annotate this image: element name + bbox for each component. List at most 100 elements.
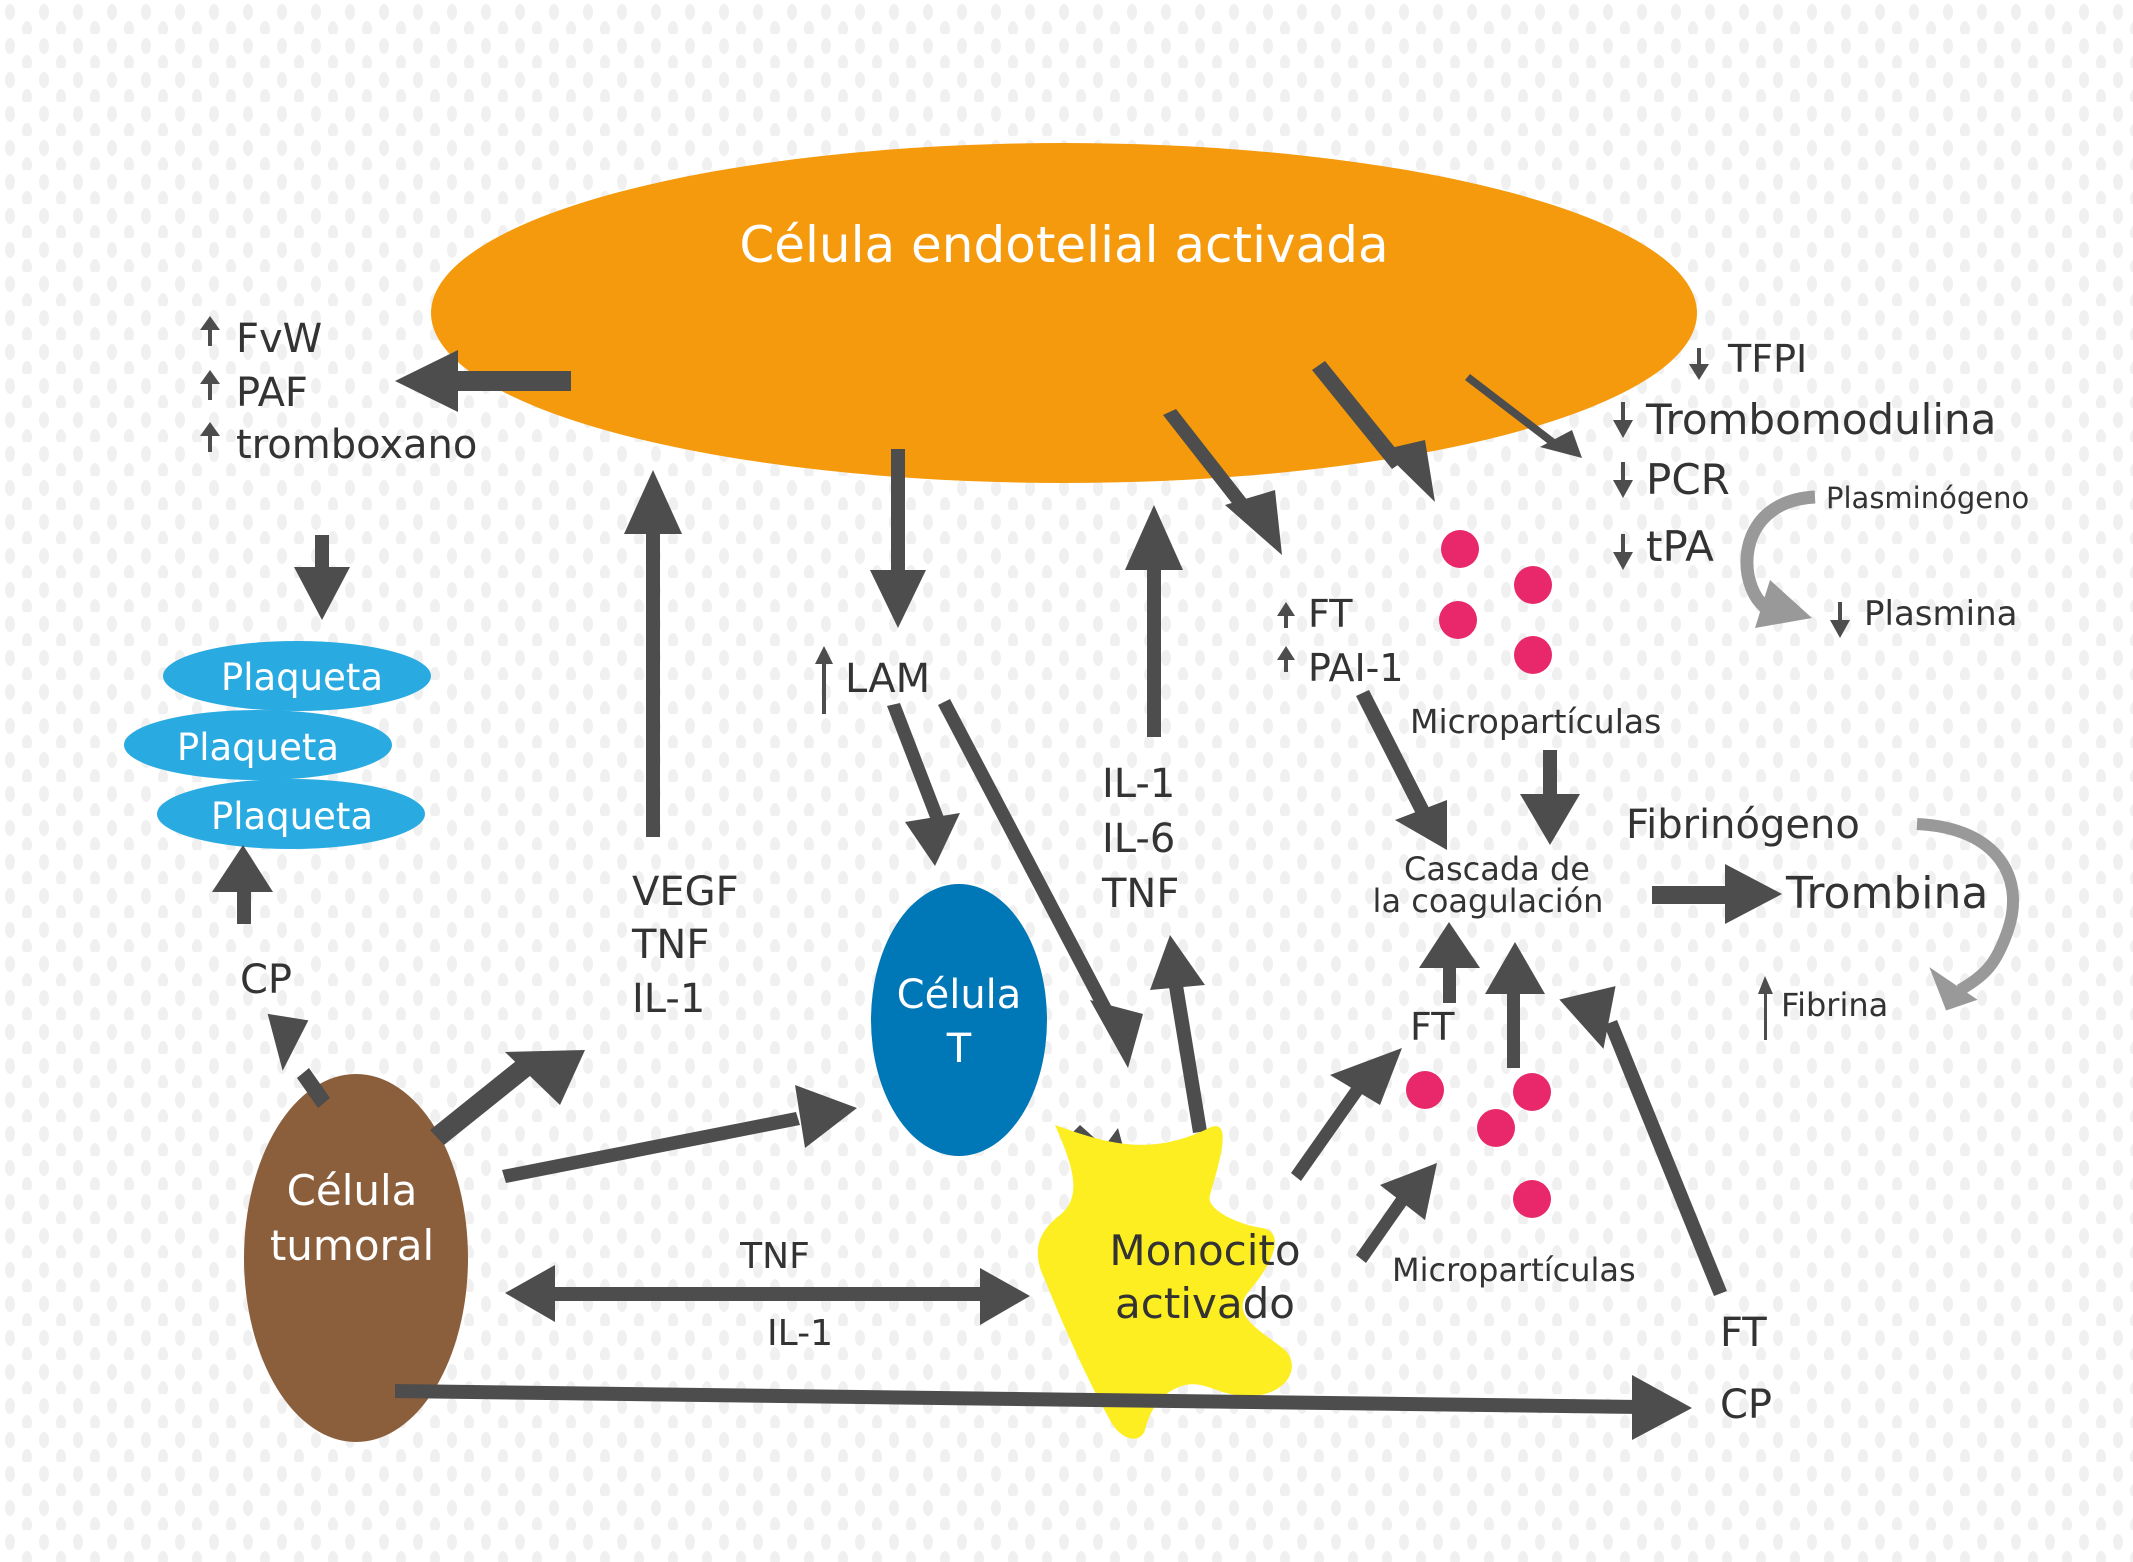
curve-arrow-plasminogen-to-plasmin — [1740, 490, 1816, 628]
monocyte-label-line1: Monocito — [1109, 1226, 1300, 1275]
exchange-il1-label: IL-1 — [767, 1313, 833, 1354]
factor-tnf: TNF — [631, 922, 709, 968]
platelet — [163, 641, 431, 711]
tumor-cell-label-line2: tumoral — [270, 1221, 434, 1270]
microparticles-bottom-label: Micropartículas — [1392, 1251, 1636, 1289]
arrow-microparticles-bottom-to-cascade — [1485, 942, 1545, 1068]
arrow-monocyte-to-microparticles — [1356, 1163, 1437, 1263]
endothelial-cell-label: Célula endotelial activada — [739, 216, 1388, 274]
arrow-monocyte-to-ft — [1291, 1048, 1402, 1181]
microparticles-bottom — [1406, 1071, 1551, 1218]
microparticle — [1514, 636, 1552, 674]
cascade-label-line1: Cascada de — [1404, 850, 1590, 888]
thrombin-label: Trombina — [1785, 868, 1988, 919]
factor-il1: IL-1 — [1102, 761, 1175, 807]
platelet-stack: Plaqueta Plaqueta Plaqueta — [124, 641, 431, 849]
t-cell — [871, 884, 1047, 1156]
arrow-tumor-ft-to-cascade — [1559, 986, 1727, 1296]
factor-tfpi: TFPI — [1727, 337, 1807, 381]
arrow-endothelial-to-ft-pai — [1163, 409, 1282, 555]
up-arrow-icon — [1758, 976, 1773, 1040]
plasmin-label: Plasmina — [1864, 594, 2017, 634]
fibrin-label: Fibrina — [1781, 986, 1888, 1024]
monocyte-ft-label: FT — [1410, 1005, 1455, 1049]
microparticle — [1477, 1109, 1515, 1147]
lam-label: LAM — [845, 656, 930, 702]
t-cell-label-line2: T — [946, 1026, 972, 1072]
arrow-endothelial-to-factors — [395, 350, 571, 412]
platelet-label: Plaqueta — [177, 726, 339, 769]
microparticle — [1513, 1180, 1551, 1218]
tumor-cell-label-line1: Célula — [287, 1166, 418, 1215]
plasminogen-label: Plasminógeno — [1826, 481, 2029, 515]
down-arrow-icon — [1613, 402, 1633, 438]
microparticle — [1439, 601, 1477, 639]
down-arrow-icon — [1613, 534, 1633, 570]
up-arrow-icon — [200, 316, 220, 346]
arrow-monocyte-ft-to-cascade — [1419, 922, 1480, 1003]
platelet — [157, 779, 425, 849]
tumor-cp-label: CP — [1720, 1382, 1772, 1428]
arrow-endothelial-to-lam — [870, 449, 926, 628]
factor-trombomodulina: Trombomodulina — [1645, 395, 1996, 444]
platelet-label: Plaqueta — [221, 656, 383, 699]
t-cell-label-line1: Célula — [897, 972, 1022, 1018]
up-arrow-icon — [200, 422, 220, 452]
monocyte-label-line2: activado — [1115, 1279, 1295, 1328]
factor-tromboxano: tromboxano — [236, 422, 477, 468]
cp-left-label: CP — [240, 957, 292, 1003]
endothelial-down-factors: TFPI Trombomodulina PCR tPA — [1613, 337, 1996, 571]
factor-tnf: TNF — [1101, 871, 1179, 917]
curve-arrow-fibrinogen-to-fibrin — [1916, 818, 2019, 1011]
factor-pcr: PCR — [1646, 455, 1730, 504]
tumor-cell — [244, 1074, 468, 1442]
factor-paf: PAF — [236, 370, 308, 416]
microparticle — [1441, 530, 1479, 568]
arrow-vegf-to-endothelial — [624, 470, 682, 837]
microparticles-top-label: Micropartículas — [1410, 702, 1661, 741]
arrow-lam-to-monocyte — [938, 699, 1143, 1068]
arrow-cp-to-platelets — [212, 845, 273, 924]
arrow-microparticles-to-cascade — [1520, 750, 1580, 845]
factor-il1: IL-1 — [632, 976, 705, 1022]
double-arrow-tumor-monocyte — [505, 1265, 1030, 1325]
factor-il6: IL-6 — [1102, 816, 1175, 862]
monocyte — [1037, 1125, 1292, 1439]
down-arrow-icon — [1689, 348, 1709, 380]
microparticle — [1513, 1073, 1551, 1111]
microparticle — [1406, 1071, 1444, 1109]
down-arrow-icon — [1613, 462, 1633, 498]
up-arrow-icon — [1277, 646, 1295, 672]
arrow-tumor-to-ft-cp — [395, 1375, 1692, 1440]
cascade-label-line2: la coagulación — [1373, 882, 1604, 920]
procoag-pai1: PAI-1 — [1308, 646, 1404, 690]
procoag-ft: FT — [1308, 592, 1353, 636]
up-arrow-icon — [815, 646, 833, 714]
factor-tpa: tPA — [1646, 522, 1714, 571]
microparticle — [1514, 566, 1552, 604]
arrow-tumor-to-t-cell — [502, 1085, 857, 1183]
il-factor-list: IL-1 IL-6 TNF — [1101, 761, 1179, 917]
arrow-monocyte-to-il-factors — [1150, 935, 1207, 1133]
arrow-cascade-to-thrombin — [1652, 864, 1782, 924]
arrow-pai-to-cascade — [1356, 690, 1447, 850]
arrow-il-factors-to-endothelial — [1125, 505, 1183, 737]
endothelial-up-factors: FvW PAF tromboxano — [200, 316, 477, 468]
arrow-factors-to-platelets — [294, 535, 350, 620]
arrow-lam-to-t-cell — [887, 703, 960, 866]
arrow-endothelial-to-down-factors — [1465, 374, 1582, 458]
platelet — [124, 710, 392, 780]
up-arrow-icon — [1277, 602, 1295, 628]
up-arrow-icon — [200, 370, 220, 400]
tumor-ft-label: FT — [1720, 1310, 1767, 1356]
factor-fvw: FvW — [236, 316, 322, 362]
microparticles-top — [1439, 530, 1552, 674]
down-arrow-icon — [1830, 602, 1850, 638]
vegf-factor-list: VEGF TNF IL-1 — [631, 869, 739, 1022]
factor-vegf: VEGF — [632, 869, 739, 915]
arrow-tumor-to-cp — [267, 1013, 330, 1108]
arrow-endothelial-to-microparticles — [1312, 361, 1435, 502]
endothelial-cell — [431, 143, 1697, 483]
